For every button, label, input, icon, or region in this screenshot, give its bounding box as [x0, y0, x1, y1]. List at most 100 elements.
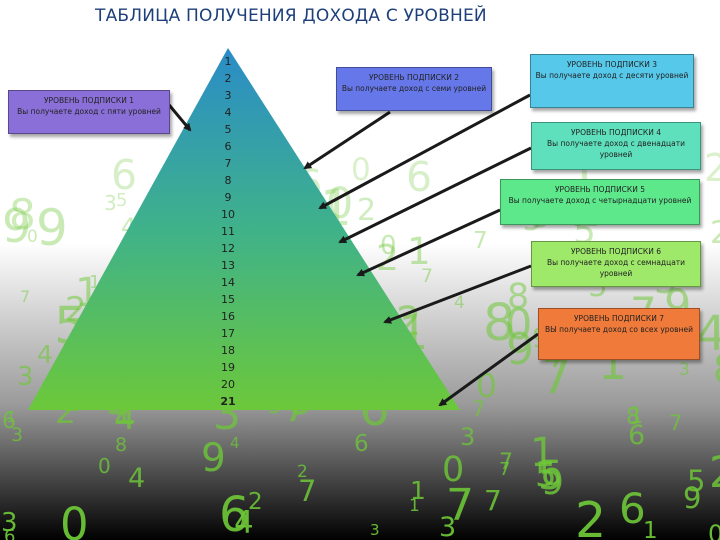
- background-digit: 4: [128, 463, 145, 494]
- background-digit: 3: [17, 362, 34, 392]
- background-digit: 3: [460, 423, 475, 451]
- subscription-level-description: ВЫ получаете доход со всех уровней: [545, 325, 693, 334]
- background-digit: 0: [27, 227, 38, 247]
- background-digit: 2: [704, 146, 720, 190]
- level-number: 11: [221, 225, 235, 238]
- background-digit: 5: [116, 190, 127, 211]
- background-digit: 1: [629, 404, 643, 429]
- level-number: 4: [224, 106, 232, 119]
- level-number: 5: [224, 123, 232, 136]
- subscription-level-description: Вы получаете доход с четырнадцати уровне…: [508, 196, 692, 205]
- background-digit: 1: [410, 476, 426, 505]
- background-digit: 7: [472, 397, 485, 421]
- level-number: 17: [221, 327, 235, 340]
- subscription-level-title: УРОВЕНЬ ПОДПИСКИ 7: [573, 314, 665, 323]
- background-digit: 0: [380, 231, 397, 261]
- background-digit: 6: [354, 431, 369, 457]
- background-digit: 6: [111, 151, 137, 199]
- subscription-level-box: УРОВЕНЬ ПОДПИСКИ 3 Вы получаете доход с д…: [530, 54, 694, 108]
- background-digit: 1: [530, 430, 555, 476]
- level-arrow: [356, 208, 501, 277]
- subscription-level-description: Вы получаете доход с десяти уровней: [535, 71, 689, 80]
- level-number: 13: [221, 259, 235, 272]
- background-digit: 9: [201, 436, 226, 481]
- background-digit: 6: [628, 420, 645, 451]
- subscription-level-title: УРОВЕНЬ ПОДПИСКИ 6: [570, 247, 662, 256]
- level-number: 1: [224, 55, 232, 68]
- background-digit: 0: [708, 520, 720, 540]
- background-digit: 7: [421, 265, 433, 287]
- level-number: 3: [224, 89, 232, 102]
- background-digit: 7: [20, 287, 30, 306]
- background-digit: 9: [683, 481, 701, 515]
- background-digit: 6: [4, 526, 15, 540]
- background-digit: 6: [619, 484, 646, 533]
- background-digit: 2: [248, 489, 263, 515]
- background-digit: 1: [6, 408, 16, 426]
- level-number: 21: [220, 395, 236, 408]
- page-title: ТАБЛИЦА ПОЛУЧЕНИЯ ДОХОДА С УРОВНЕЙ: [95, 6, 487, 26]
- subscription-level-box: УРОВЕНЬ ПОДПИСКИ 4 Вы получаете доход с д…: [531, 122, 701, 170]
- pyramid: [28, 48, 460, 410]
- level-number: 10: [221, 208, 235, 221]
- background-digit: 1: [643, 518, 658, 540]
- subscription-level-box: УРОВЕНЬ ПОДПИСКИ 7 ВЫ получаете доход со …: [538, 308, 700, 360]
- background-digit: 2: [357, 193, 376, 228]
- level-number: 6: [224, 140, 232, 153]
- background-digit: 7: [298, 474, 316, 508]
- background-digit: 5: [687, 464, 705, 498]
- background-digit: 1: [89, 272, 100, 293]
- level-number: 2: [224, 72, 232, 85]
- background-digit: 2: [297, 462, 308, 482]
- background-digit: 4: [454, 293, 465, 313]
- background-digit: 7: [446, 480, 474, 531]
- level-number: 14: [221, 276, 235, 289]
- background-digit: 1: [409, 496, 420, 516]
- subscription-level-title: УРОВЕНЬ ПОДПИСКИ 1: [43, 96, 135, 105]
- background-digit: 9: [36, 199, 68, 257]
- subscription-level-box: УРОВЕНЬ ПОДПИСКИ 5 Вы получаете доход с ч…: [500, 179, 700, 225]
- subscription-level-description: Вы получаете доход с семнадцати уровней: [546, 258, 686, 278]
- background-digit: 3: [439, 512, 456, 540]
- background-digit: 2: [376, 238, 399, 279]
- background-digit: 8: [507, 277, 529, 317]
- subscription-level-title: УРОВЕНЬ ПОДПИСКИ 3: [566, 60, 658, 69]
- background-digit: 8: [713, 347, 720, 391]
- background-digit: 0: [442, 450, 464, 490]
- level-arrow: [303, 110, 391, 170]
- subscription-level-title: УРОВЕНЬ ПОДПИСКИ 5: [554, 185, 646, 194]
- background-digit: 3: [370, 521, 380, 539]
- background-digit: 4: [37, 340, 53, 369]
- background-digit: 3: [1, 508, 18, 538]
- background-digit: 4: [234, 505, 254, 540]
- background-digit: 8: [115, 434, 127, 456]
- subscription-level-box: УРОВЕНЬ ПОДПИСКИ 1 Вы получаете доход с п…: [8, 90, 170, 134]
- background-digit: 9: [506, 324, 534, 375]
- level-number: 19: [221, 361, 235, 374]
- background-digit: 2: [709, 448, 720, 498]
- subscription-level-title: УРОВЕНЬ ПОДПИСКИ 2: [368, 73, 460, 82]
- subscription-level-title: УРОВЕНЬ ПОДПИСКИ 4: [570, 128, 662, 137]
- background-digit: 9: [541, 462, 564, 503]
- background-digit: 6: [2, 409, 16, 434]
- background-digit: 5: [535, 455, 557, 495]
- background-digit: 7: [473, 228, 488, 254]
- level-number: 20: [221, 378, 235, 391]
- background-digit: 3: [11, 424, 23, 446]
- background-digit: 9: [2, 199, 31, 253]
- level-number: 16: [221, 310, 235, 323]
- level-arrow: [318, 93, 531, 210]
- background-digit: 7: [484, 484, 502, 517]
- subscription-level-description: Вы получаете доход с пяти уровней: [17, 107, 161, 116]
- level-arrow: [383, 264, 532, 324]
- background-digit: 8: [9, 190, 36, 239]
- level-number: 9: [224, 191, 232, 204]
- background-digit: 7: [499, 459, 510, 480]
- background-digit: 0: [60, 498, 89, 540]
- background-digit: 1: [407, 230, 431, 273]
- subscription-level-description: Вы получаете доход с семи уровней: [341, 84, 487, 93]
- level-number: 8: [224, 174, 232, 187]
- subscription-level-description: Вы получаете доход с двенадцати уровней: [547, 139, 685, 159]
- background-digit: 3: [104, 191, 117, 215]
- level-number: 7: [224, 157, 232, 170]
